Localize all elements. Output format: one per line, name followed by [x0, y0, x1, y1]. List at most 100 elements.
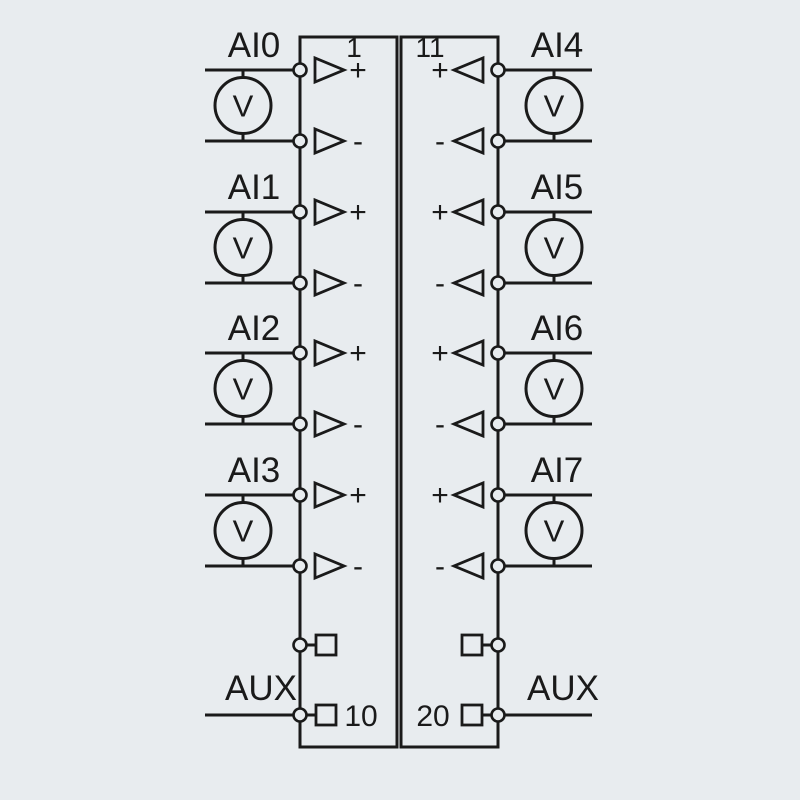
amplifier-triangle-icon — [313, 551, 348, 581]
connector-row — [292, 633, 506, 657]
connector-square-icon — [314, 703, 338, 727]
minus-sign: - — [435, 408, 445, 441]
channel-label: AI5 — [531, 168, 584, 207]
voltage-source-label: V — [233, 372, 254, 407]
terminal-icon — [292, 637, 308, 653]
amplifier-triangle-icon — [450, 551, 485, 581]
amplifier-triangle-icon — [313, 409, 348, 439]
voltage-source-label: V — [233, 514, 254, 549]
amplifier-triangle-icon — [313, 126, 348, 156]
plus-sign: + — [431, 196, 449, 229]
module-body — [298, 35, 500, 749]
plus-sign: + — [431, 54, 449, 87]
amplifier-triangle-icon — [313, 197, 348, 227]
terminal-icon — [490, 637, 506, 653]
terminal-icon — [490, 133, 506, 149]
terminal-icon — [490, 275, 506, 291]
amplifier-triangle-icon — [450, 197, 485, 227]
terminal-number-bottom-left: 10 — [344, 700, 377, 733]
channel-label: AI3 — [228, 451, 281, 490]
plus-sign: + — [349, 479, 367, 512]
amplifier-triangle-icon — [450, 126, 485, 156]
terminal-icon — [292, 345, 308, 361]
channel-AI7: V AI7 + - — [431, 451, 592, 583]
channel-AI5: V AI5 + - — [431, 168, 592, 300]
amplifier-triangle-icon — [450, 55, 485, 85]
connector-square-icon — [460, 703, 484, 727]
terminal-number-top-left: 1 — [346, 32, 362, 63]
voltage-source-icon — [213, 501, 273, 560]
terminal-icon — [292, 133, 308, 149]
aux-label-left: AUX — [225, 669, 297, 708]
minus-sign: - — [353, 408, 363, 441]
terminal-icon — [292, 275, 308, 291]
terminal-icon — [490, 62, 506, 78]
terminal-icon — [490, 558, 506, 574]
channel-AI2: V AI2 + - — [205, 309, 367, 441]
plus-sign: + — [349, 337, 367, 370]
terminal-icon — [490, 345, 506, 361]
minus-sign: - — [353, 550, 363, 583]
terminal-icon — [292, 558, 308, 574]
terminal-icon — [490, 707, 506, 723]
voltage-source-label: V — [233, 231, 254, 266]
plus-sign: + — [431, 479, 449, 512]
terminal-icon — [292, 62, 308, 78]
voltage-source-icon — [524, 359, 584, 418]
connector-square-icon — [314, 633, 338, 657]
channel-AI4: V AI4 + - — [431, 26, 592, 158]
amplifier-triangle-icon — [450, 480, 485, 510]
module-left-column — [298, 35, 399, 749]
terminal-number-top-right: 11 — [415, 32, 444, 63]
channel-label: AI1 — [228, 168, 281, 207]
voltage-source-label: V — [544, 89, 565, 124]
minus-sign: - — [435, 267, 445, 300]
amplifier-triangle-icon — [450, 338, 485, 368]
voltage-source-label: V — [544, 514, 565, 549]
terminal-icon — [292, 487, 308, 503]
connector-square-icon — [460, 633, 484, 657]
voltage-source-icon — [524, 218, 584, 277]
amplifier-triangle-icon — [313, 338, 348, 368]
minus-sign: - — [353, 267, 363, 300]
channel-label: AI0 — [228, 26, 281, 65]
voltage-source-icon — [213, 76, 273, 135]
terminal-icon — [490, 204, 506, 220]
channel-label: AI4 — [531, 26, 584, 65]
amplifier-triangle-icon — [450, 409, 485, 439]
voltage-source-icon — [524, 76, 584, 135]
minus-sign: - — [435, 125, 445, 158]
voltage-source-icon — [213, 218, 273, 277]
terminal-icon — [490, 416, 506, 432]
terminal-icon — [490, 487, 506, 503]
minus-sign: - — [353, 125, 363, 158]
channel-AI0: V AI0 + - — [205, 26, 367, 158]
plus-sign: + — [349, 54, 367, 87]
channel-label: AI7 — [531, 451, 584, 490]
amplifier-triangle-icon — [313, 55, 348, 85]
terminal-icon — [292, 204, 308, 220]
terminal-icon — [292, 707, 308, 723]
amplifier-triangle-icon — [313, 480, 348, 510]
module-right-column — [399, 35, 500, 749]
channel-AI3: V AI3 + - — [205, 451, 367, 583]
amplifier-triangle-icon — [313, 268, 348, 298]
minus-sign: - — [435, 550, 445, 583]
terminal-number-bottom-right: 20 — [416, 700, 449, 733]
aux-label-right: AUX — [527, 669, 599, 708]
voltage-source-icon — [213, 359, 273, 418]
terminal-icon — [292, 416, 308, 432]
plus-sign: + — [431, 337, 449, 370]
channel-AI6: V AI6 + - — [431, 309, 592, 441]
channel-label: AI6 — [531, 309, 584, 348]
voltage-source-label: V — [233, 89, 254, 124]
voltage-source-label: V — [544, 372, 565, 407]
channel-label: AI2 — [228, 309, 281, 348]
aux-row: AUX AUX 10 20 — [205, 669, 599, 733]
amplifier-triangle-icon — [450, 268, 485, 298]
voltage-source-label: V — [544, 231, 565, 266]
voltage-source-icon — [524, 501, 584, 560]
